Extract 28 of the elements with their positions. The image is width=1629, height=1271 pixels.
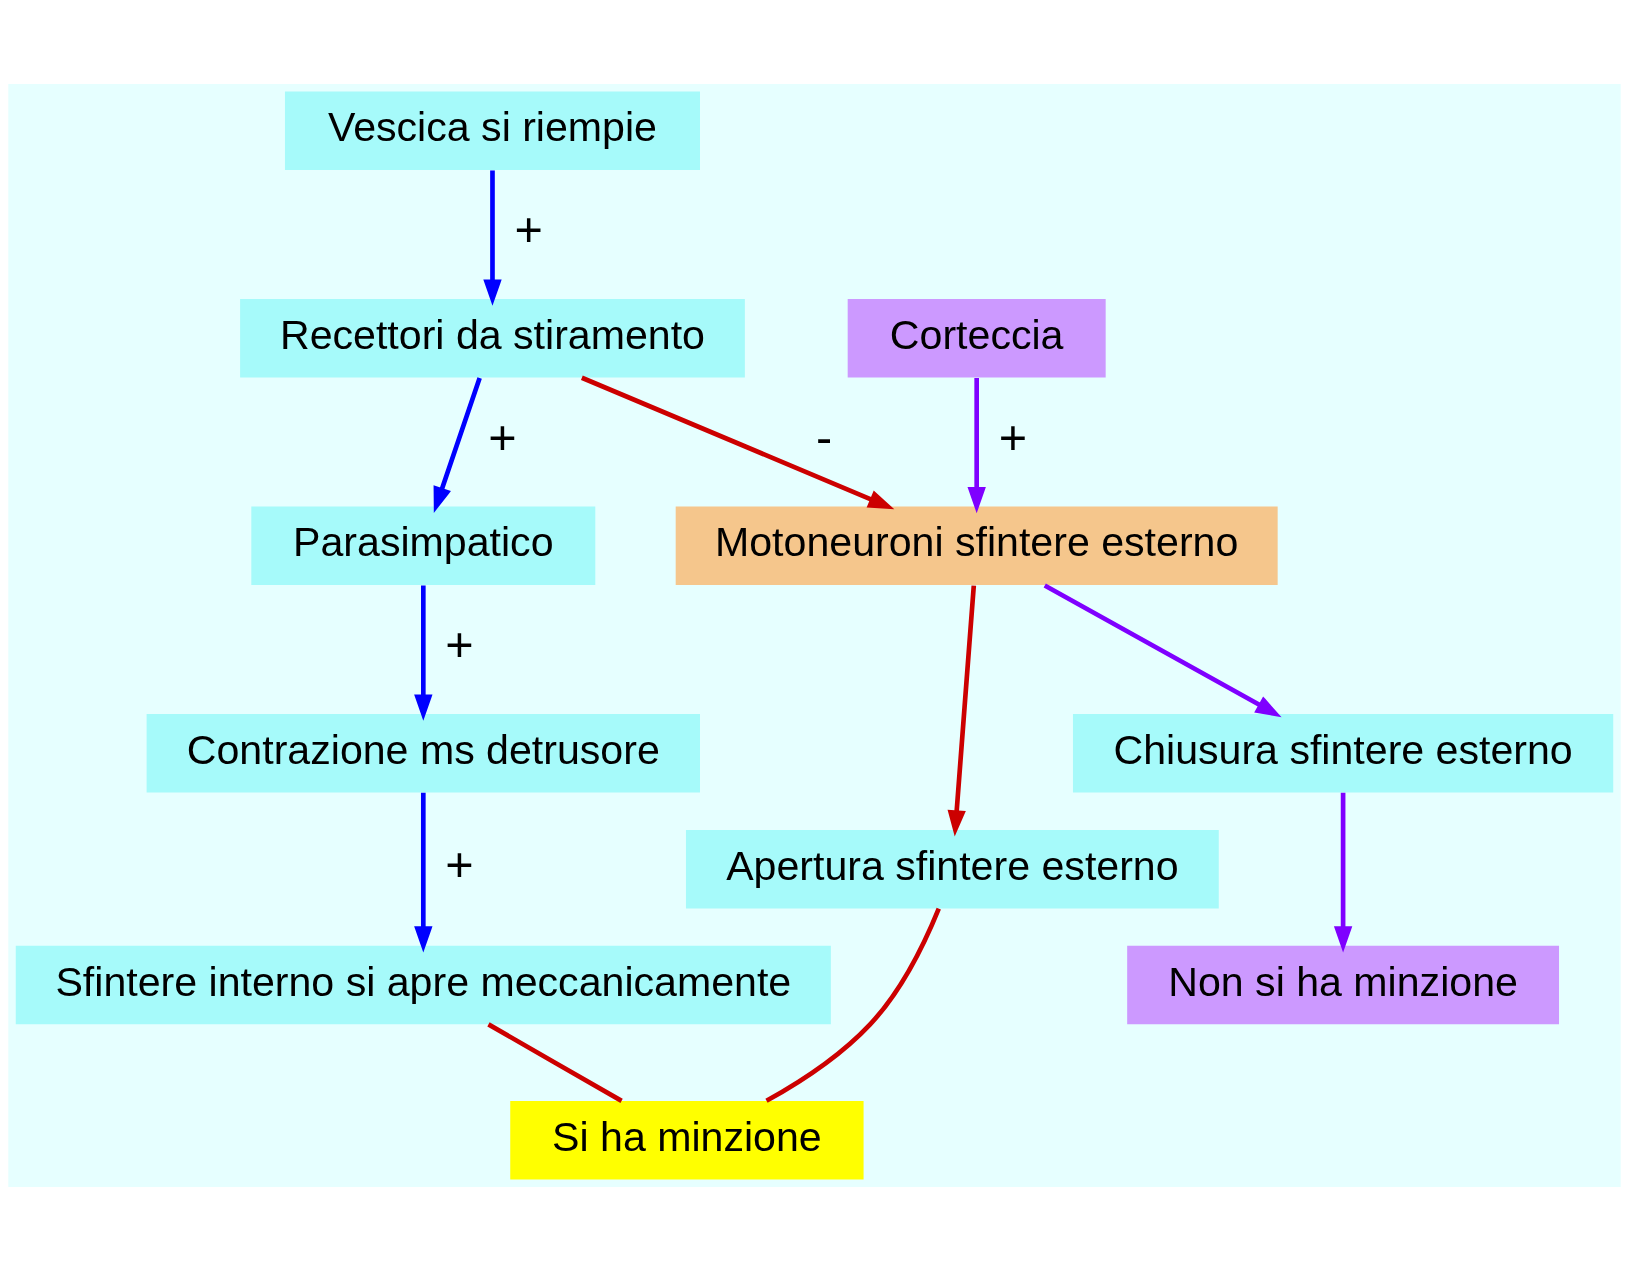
node-box: Sfintere interno si apre meccanicamente [15,945,831,1025]
node-box: Parasimpatico [251,506,596,585]
node-box: Apertura sfintere esterno [685,829,1219,909]
node-box: Chiusura sfintere esterno [1072,714,1614,793]
node-box: Si ha minzione [510,1101,864,1180]
connector [765,907,941,1103]
edge-label: + [445,617,474,672]
arrow [483,170,502,306]
edge-label: + [514,202,543,257]
arrow [947,585,977,837]
node-box: Corteccia [847,299,1106,378]
edge-label: - [816,409,833,464]
arrow [1333,792,1353,953]
node-box: Non si ha minzione [1127,945,1560,1025]
arrow [580,375,895,510]
edge-label: + [445,836,474,891]
arrow [1043,583,1282,718]
connector [487,1022,623,1103]
node-box: Vescica si riempie [284,91,700,170]
node-box: Contrazione ms detrusore [146,714,700,793]
node-box: Recettori da stiramento [240,299,745,378]
edge-label: + [488,409,517,464]
arrow [433,377,482,513]
node-box: Motoneuroni sfintere esterno [675,506,1278,585]
arrow [414,792,433,953]
arrow [967,378,986,514]
edge-label: + [998,409,1028,464]
arrow [414,585,433,721]
